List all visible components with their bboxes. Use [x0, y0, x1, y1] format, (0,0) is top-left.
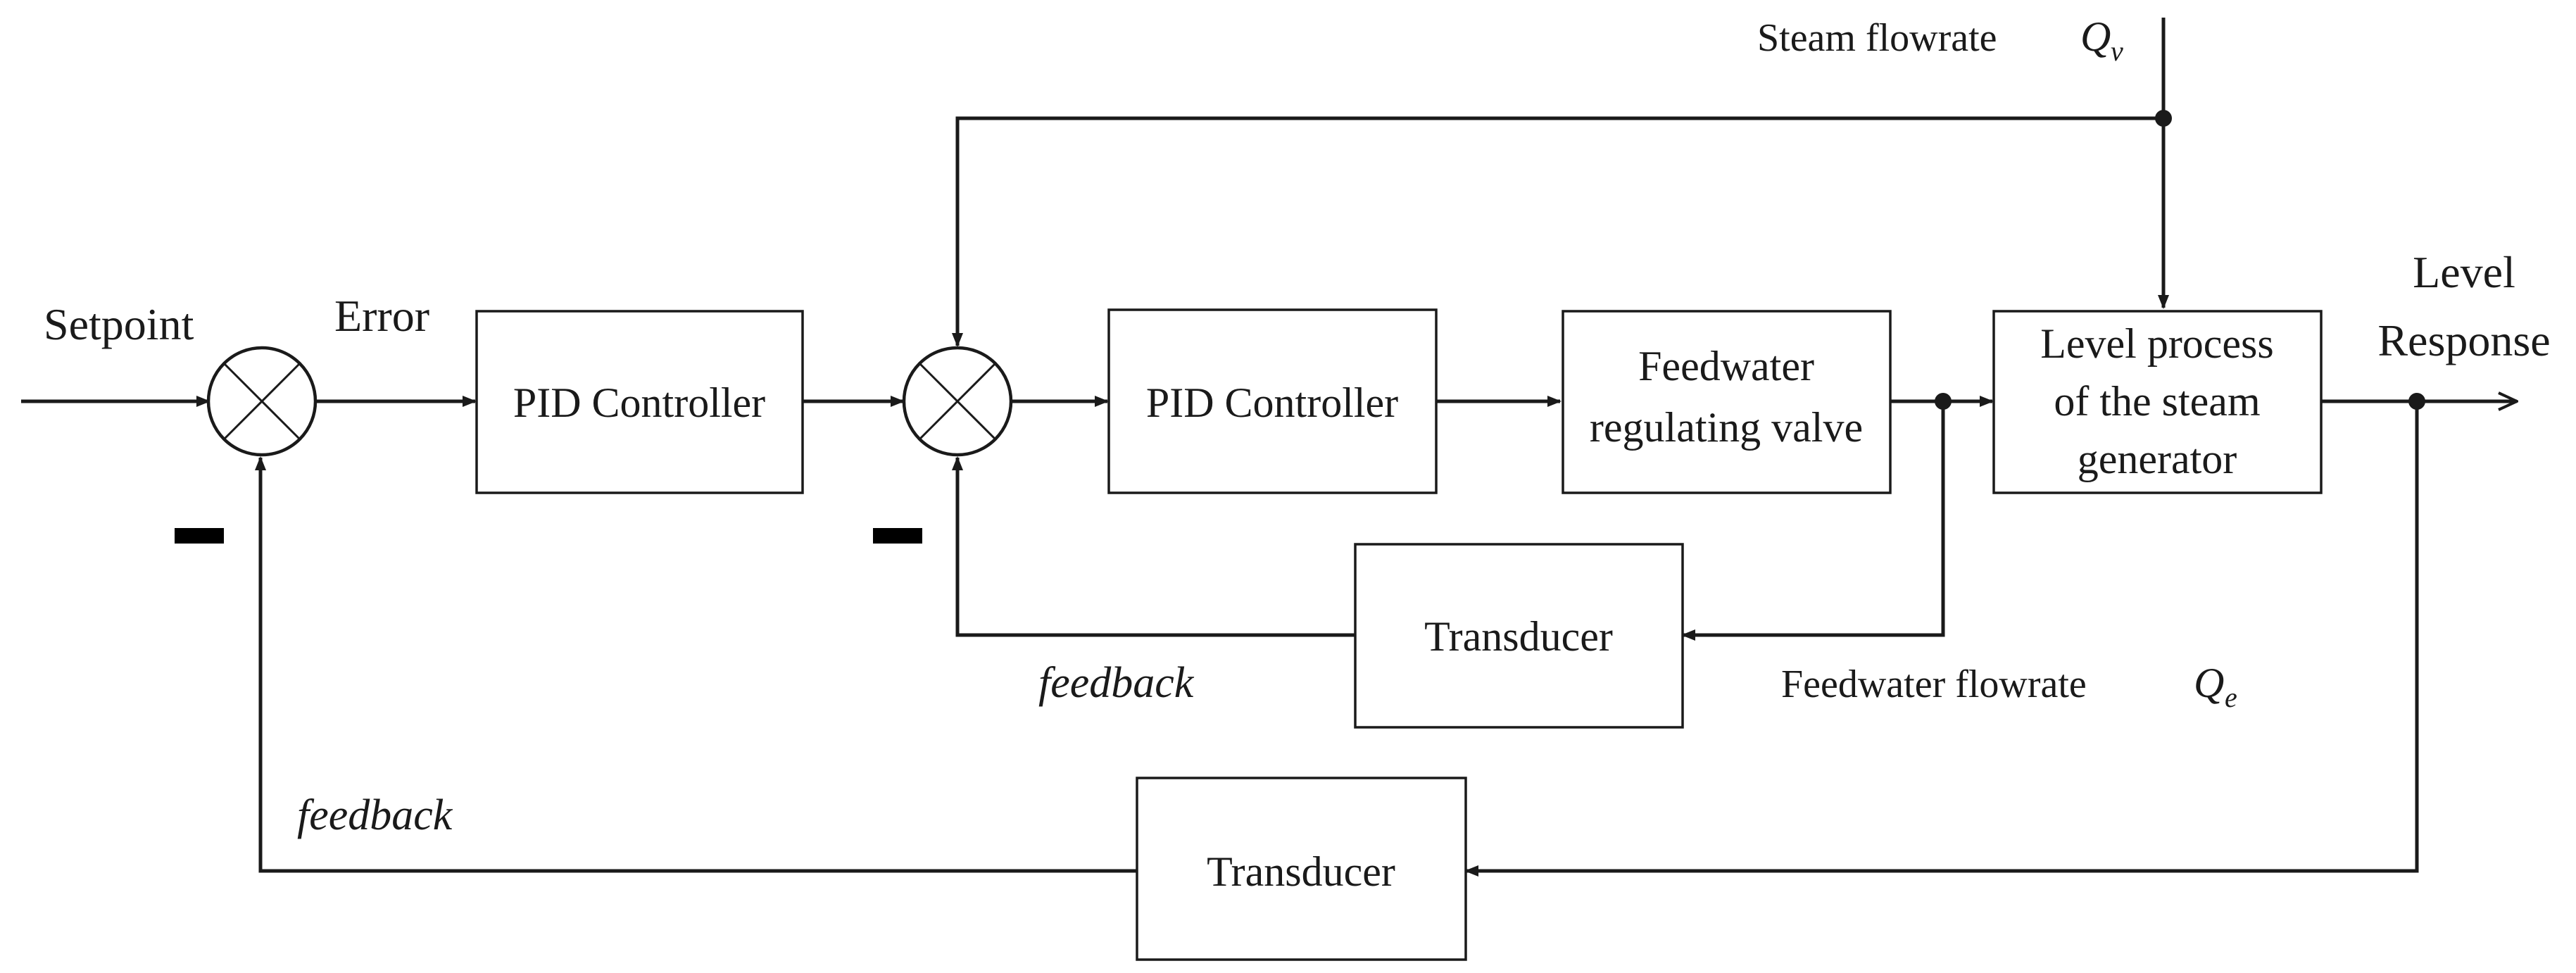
- outer-transducer-label: Transducer: [1207, 848, 1395, 895]
- outer-pid-label: PID Controller: [513, 379, 765, 426]
- inner-feedback-wire: [952, 456, 1355, 637]
- inner-summing-junction: [902, 346, 1013, 457]
- steam-feedforward-wire: [952, 116, 2163, 347]
- svg-text:Steam flowrate: Steam flowrate: [1757, 16, 1997, 60]
- level-branch-wire: [1464, 401, 2419, 877]
- svg-text:v: v: [2111, 35, 2123, 67]
- level-label-line2: Response: [2377, 315, 2550, 365]
- process-label-line2: of the steam: [2054, 378, 2260, 425]
- level-label-line1: Level: [2413, 247, 2515, 297]
- outer-feedback-label: feedback: [297, 791, 453, 839]
- inner-pid-label: PID Controller: [1146, 379, 1398, 426]
- feedwater-junction-dot: [1935, 393, 1952, 410]
- level-process-block: Level process of the steam generator: [1992, 310, 2323, 494]
- outer-minus-sign: [175, 528, 224, 544]
- steam-flowrate-label: Steam flowrate Q v: [1757, 13, 2123, 67]
- level-junction-dot: [2408, 393, 2425, 410]
- svg-text:Q: Q: [2080, 13, 2111, 60]
- svg-text:e: e: [2225, 682, 2237, 713]
- outer-summing-junction: [206, 346, 318, 457]
- inner-minus-sign: [873, 528, 922, 544]
- svg-text:Feedwater flowrate: Feedwater flowrate: [1781, 663, 2087, 706]
- outer-transducer-block: Transducer: [1136, 777, 1467, 961]
- outer-pid-controller-block: PID Controller: [475, 310, 804, 494]
- feedwater-branch-wire: [1681, 401, 1945, 641]
- inner-transducer-block: Transducer: [1354, 543, 1684, 729]
- inner-feedback-label: feedback: [1038, 659, 1195, 707]
- inner-pid-controller-block: PID Controller: [1107, 308, 1438, 494]
- feedwater-valve-block: Feedwater regulating valve: [1562, 310, 1892, 494]
- setpoint-label: Setpoint: [44, 299, 194, 349]
- error-label: Error: [334, 291, 429, 341]
- process-label-line3: generator: [2078, 436, 2237, 482]
- outer-feedback-wire: [255, 456, 1137, 873]
- steam-junction-dot: [2155, 110, 2172, 127]
- valve-label-line1: Feedwater: [1638, 343, 1814, 389]
- feedwater-flowrate-label: Feedwater flowrate Q e: [1781, 660, 2237, 713]
- valve-label-line2: regulating valve: [1590, 404, 1863, 451]
- inner-transducer-label: Transducer: [1424, 613, 1613, 660]
- svg-text:Q: Q: [2194, 660, 2224, 706]
- process-label-line1: Level process: [2040, 320, 2274, 367]
